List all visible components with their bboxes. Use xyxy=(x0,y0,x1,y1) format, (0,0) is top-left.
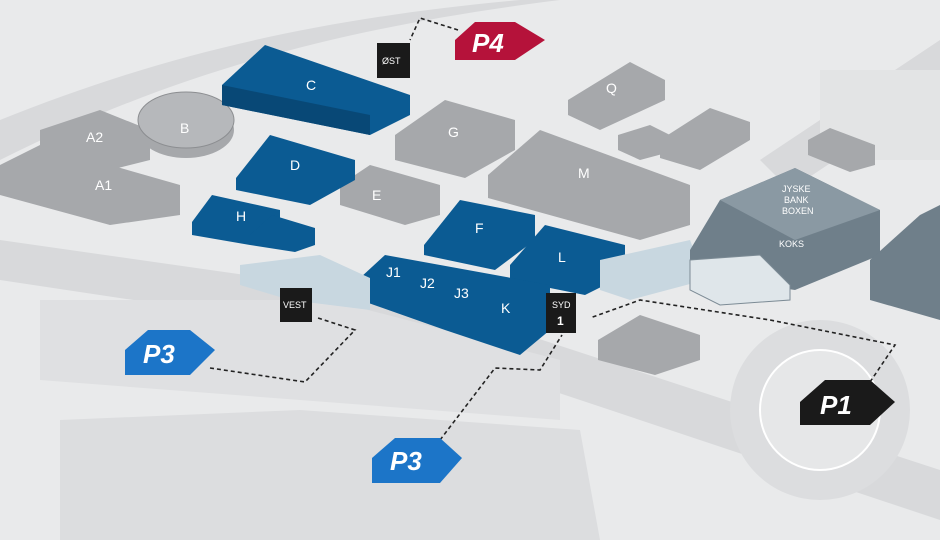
walkway-west xyxy=(240,255,370,310)
building-small-1 xyxy=(618,125,670,160)
building-small-4 xyxy=(598,315,700,375)
label-j1: J1 xyxy=(386,264,401,280)
building-g xyxy=(395,100,515,178)
arena-label-1: JYSKE xyxy=(782,184,811,194)
label-e: E xyxy=(372,187,381,203)
label-j2: J2 xyxy=(420,275,435,291)
svg-text:1: 1 xyxy=(557,314,564,328)
walkway-east xyxy=(600,240,705,300)
arena-sign: KOKS xyxy=(779,239,804,249)
route-p3-south xyxy=(439,334,563,441)
building-b xyxy=(137,91,235,158)
svg-text:ØST: ØST xyxy=(382,56,401,66)
label-k: K xyxy=(501,300,511,316)
stadium-east xyxy=(870,205,940,320)
parking-p1[interactable]: P1 xyxy=(800,380,895,425)
label-l: L xyxy=(558,249,566,265)
entrance-south[interactable]: SYD 1 xyxy=(546,293,576,333)
arena-jyske-bank-boxen xyxy=(689,168,880,306)
svg-text:P3: P3 xyxy=(143,339,175,369)
building-a1 xyxy=(0,145,180,225)
parking-p3-south[interactable]: P3 xyxy=(372,438,462,483)
hall-j-k xyxy=(360,255,550,355)
arena-label-3: BOXEN xyxy=(782,206,814,216)
building-small-3 xyxy=(808,128,875,172)
label-a1: A1 xyxy=(95,177,112,193)
label-j3: J3 xyxy=(454,285,469,301)
building-q xyxy=(568,62,665,130)
svg-text:SYD: SYD xyxy=(552,300,571,310)
svg-text:P4: P4 xyxy=(472,28,504,58)
parking-lot-south xyxy=(60,410,600,540)
hall-d xyxy=(236,135,355,205)
hall-l xyxy=(510,225,625,295)
label-h: H xyxy=(236,208,246,224)
label-g: G xyxy=(448,124,459,140)
arena-label-2: BANK xyxy=(784,195,809,205)
label-a2: A2 xyxy=(86,129,103,145)
svg-text:P1: P1 xyxy=(820,390,852,420)
label-m: M xyxy=(578,165,590,181)
parking-p3-west[interactable]: P3 xyxy=(125,330,215,375)
parking-p4[interactable]: P4 xyxy=(455,22,545,60)
svg-text:VEST: VEST xyxy=(283,300,307,310)
building-e xyxy=(340,165,440,225)
hall-f xyxy=(424,200,535,270)
building-small-2 xyxy=(660,108,750,170)
building-m xyxy=(488,130,690,240)
label-q: Q xyxy=(606,80,617,96)
svg-text:P3: P3 xyxy=(390,446,422,476)
label-d: D xyxy=(290,157,300,173)
label-c: C xyxy=(306,77,316,93)
label-f: F xyxy=(475,220,484,236)
entrance-west[interactable]: VEST xyxy=(280,288,312,322)
entrance-east[interactable]: ØST xyxy=(377,43,410,78)
label-b: B xyxy=(180,120,189,136)
route-p1 xyxy=(589,299,897,383)
hall-h xyxy=(192,195,315,252)
road-north xyxy=(0,0,560,160)
hall-c xyxy=(222,45,410,135)
